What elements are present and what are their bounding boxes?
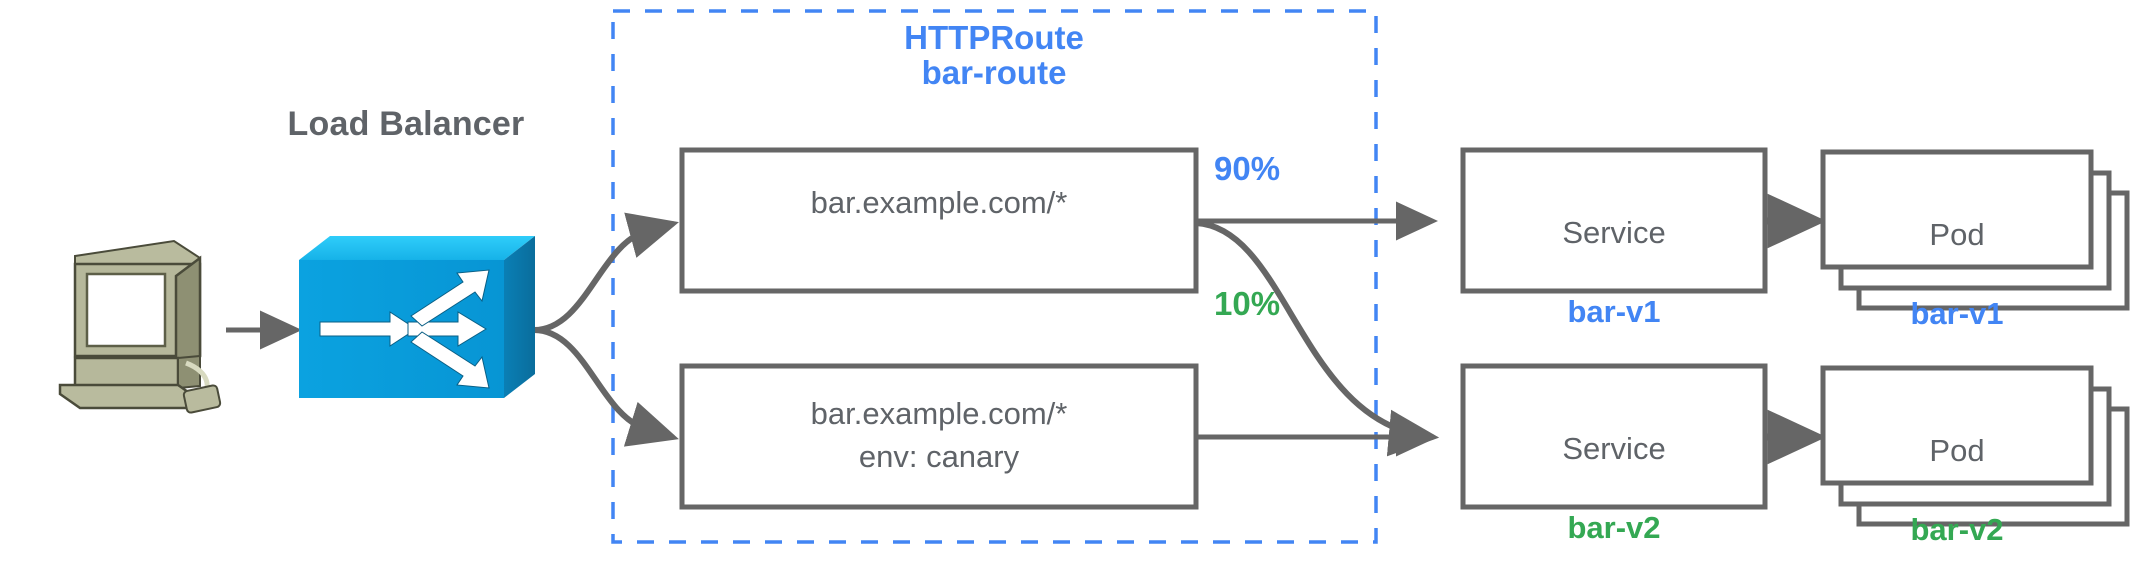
service-box-bar-v2[interactable] [1460, 363, 1768, 510]
pod-bar-v2-text: Pod bar-v2 [1823, 396, 2091, 573]
arrow-lb-to-rule-1 [531, 212, 679, 333]
pod-bar-v2-kind: Pod [1929, 433, 1985, 469]
weight-label-90: 90% [1214, 150, 1281, 187]
httproute-rule-box-1[interactable] [679, 147, 1199, 294]
service-bar-v2-text: Service bar-v2 [1463, 394, 1765, 573]
service-bar-v2-kind: Service [1562, 431, 1666, 467]
pod-bar-v2-name: bar-v2 [1910, 512, 2004, 548]
pod-stack-bar-v2[interactable] [1820, 365, 2130, 527]
httproute-rule-2-text: bar.example.com/* env: canary [682, 361, 1196, 512]
pod-bar-v1-name: bar-v1 [1910, 296, 2004, 332]
httproute-rule-1-text: bar.example.com/* [682, 145, 1196, 296]
pod-stack-bar-v1[interactable] [1820, 149, 2130, 311]
weight-label-10: 10% [1214, 285, 1281, 322]
service-bar-v1-kind: Service [1562, 215, 1666, 251]
load-balancer-label: Load Balancer [287, 105, 525, 143]
service-box-bar-v1[interactable] [1460, 147, 1768, 294]
pod-bar-v1-kind: Pod [1929, 217, 1985, 253]
pod-bar-v1-text: Pod bar-v1 [1823, 180, 2091, 369]
service-bar-v1-text: Service bar-v1 [1463, 178, 1765, 367]
load-balancer-switch-icon [299, 236, 535, 398]
rule-2-line-1: bar.example.com/* [810, 396, 1068, 431]
arrow-rule1-to-service-v2 [1193, 220, 1440, 457]
service-bar-v2-name: bar-v2 [1567, 510, 1661, 546]
httproute-kind-label: HTTPRoute [904, 19, 1084, 56]
service-bar-v1-name: bar-v1 [1567, 294, 1661, 330]
computer-icon [58, 239, 222, 414]
httproute-name-label: bar-route [921, 54, 1067, 91]
httproute-rule-box-2[interactable] [679, 363, 1199, 510]
rule-2-line-2: env: canary [858, 439, 1020, 474]
httproute-boundary [611, 9, 1378, 544]
arrow-lb-to-rule-2 [531, 327, 679, 447]
rule-1-line-1: bar.example.com/* [810, 185, 1068, 221]
